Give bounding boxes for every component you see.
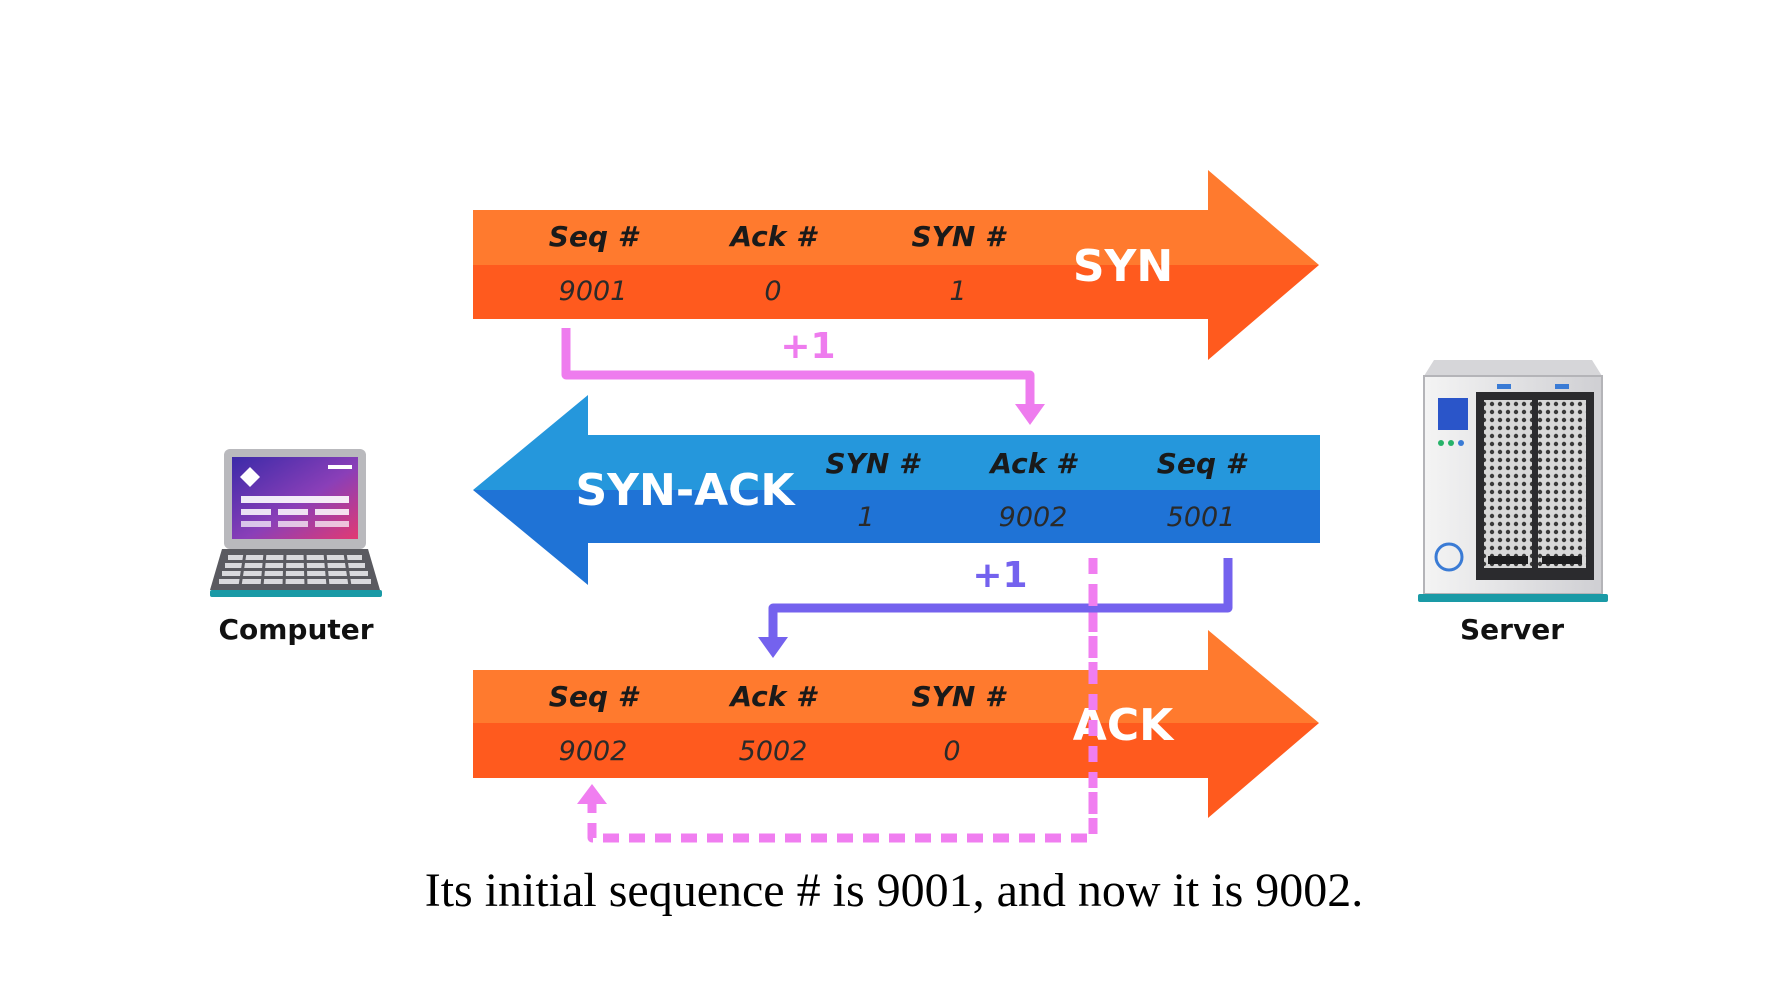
synack-value-ack: 9002: [999, 502, 1068, 533]
arrowhead-down-pink: [1015, 404, 1045, 425]
syn-value-ack: 0: [764, 276, 781, 307]
ack-label: ACK: [1073, 700, 1175, 751]
synack-label: SYN-ACK: [575, 465, 796, 516]
power-button-icon: [1434, 542, 1464, 572]
computer-device: Computer: [210, 449, 382, 646]
synack-value-syn: 1: [857, 502, 874, 533]
synack-header-syn: SYN #: [825, 447, 921, 480]
syn-arrow: Seq # Ack # SYN # 9001 0 1 SYN: [473, 170, 1319, 360]
server-device: Server: [1418, 360, 1608, 646]
connector-line-pink: [561, 328, 1035, 408]
synack-header-ack: Ack #: [988, 447, 1078, 480]
server-display: [1438, 398, 1468, 430]
ack-header-syn: SYN #: [911, 680, 1007, 713]
ack-header-ack: Ack #: [728, 680, 818, 713]
computer-label: Computer: [218, 613, 373, 646]
server-top: [1424, 360, 1602, 376]
syn-header-seq: Seq #: [549, 220, 640, 253]
laptop-icon: [210, 449, 382, 597]
ack-value-ack: 5002: [739, 736, 808, 767]
syn-value-seq: 9001: [559, 276, 628, 307]
increment-label-second: +1: [972, 555, 1027, 596]
increment-connector-second: +1: [758, 555, 1233, 658]
server-base: [1418, 594, 1608, 602]
drive-left: [1484, 400, 1532, 568]
syn-label: SYN: [1073, 241, 1173, 292]
syn-header-ack: Ack #: [728, 220, 818, 253]
synack-value-seq: 5001: [1167, 502, 1236, 533]
ack-header-seq: Seq #: [549, 680, 640, 713]
syn-value-syn: 1: [949, 276, 966, 307]
increment-label-first: +1: [780, 326, 835, 367]
increment-connector-first: +1: [561, 326, 1045, 425]
arrowhead-down-violet: [758, 637, 788, 658]
server-icon: [1418, 360, 1608, 602]
connector-line-violet: [768, 558, 1233, 640]
ack-value-syn: 0: [943, 736, 960, 767]
syn-header-syn: SYN #: [911, 220, 1007, 253]
synack-header-seq: Seq #: [1157, 447, 1248, 480]
ack-value-seq: 9002: [559, 736, 628, 767]
drive-right: [1538, 400, 1586, 568]
caption-text: Its initial sequence # is 9001, and now …: [425, 864, 1364, 917]
synack-arrow: SYN-ACK SYN # Ack # Seq # 1 9002 5001: [473, 395, 1320, 585]
laptop-base: [210, 590, 382, 597]
arrowhead-up-pink: [577, 784, 607, 804]
server-label: Server: [1460, 613, 1564, 646]
